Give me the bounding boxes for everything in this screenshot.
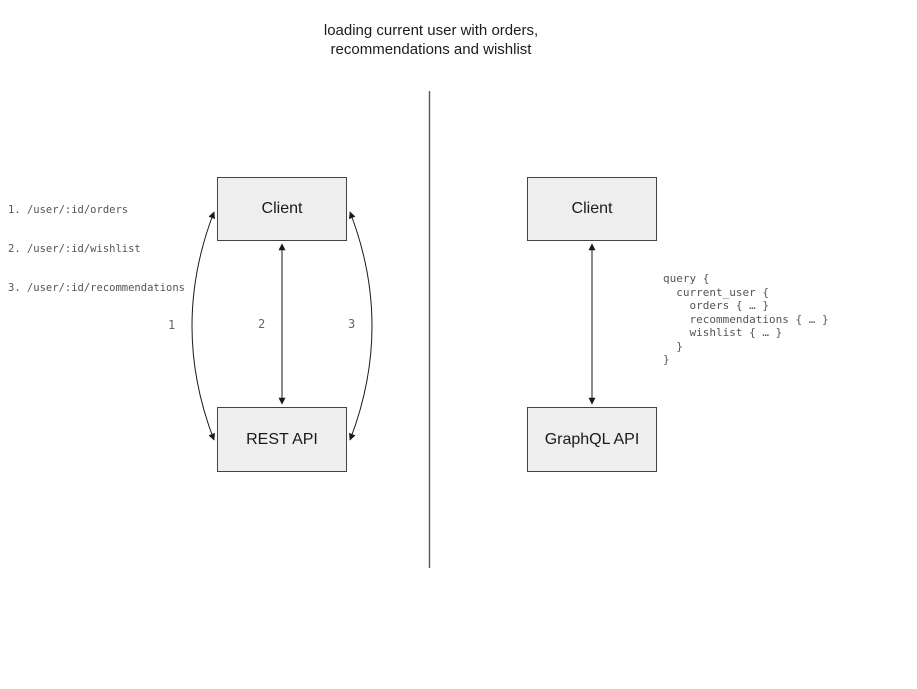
rest-client-box: Client bbox=[217, 177, 347, 241]
graphql-api-label: GraphQL API bbox=[544, 430, 640, 448]
endpoint-recommendations: 3. /user/:id/recommendations bbox=[8, 282, 186, 294]
diagram-title: loading current user with orders, recomm… bbox=[324, 21, 538, 59]
title-line-2: recommendations and wishlist bbox=[330, 41, 532, 58]
endpoint-orders: 1. /user/:id/orders bbox=[8, 204, 129, 216]
arrow-number-3: 3 bbox=[348, 317, 356, 331]
rest-client-label: Client bbox=[261, 200, 303, 217]
title-line-1: loading current user with orders, bbox=[323, 22, 539, 39]
graphql-query-code: query { current_user { orders { … } reco… bbox=[663, 272, 829, 366]
graphql-client-label: Client bbox=[571, 200, 613, 217]
arrow-number-1: 1 bbox=[168, 318, 176, 332]
arrow-number-2: 2 bbox=[258, 317, 266, 331]
rest-arrow-3 bbox=[349, 211, 373, 441]
graphql-client-box: Client bbox=[527, 177, 657, 241]
graphql-api-box: GraphQL API bbox=[527, 407, 657, 472]
rest-arrow-1 bbox=[191, 211, 215, 441]
rest-endpoints-list: 1. /user/:id/orders 2. /user/:id/wishlis… bbox=[8, 178, 185, 321]
rest-api-label: REST API bbox=[246, 430, 318, 448]
endpoint-wishlist: 2. /user/:id/wishlist bbox=[8, 243, 141, 255]
rest-api-box: REST API bbox=[217, 407, 347, 472]
